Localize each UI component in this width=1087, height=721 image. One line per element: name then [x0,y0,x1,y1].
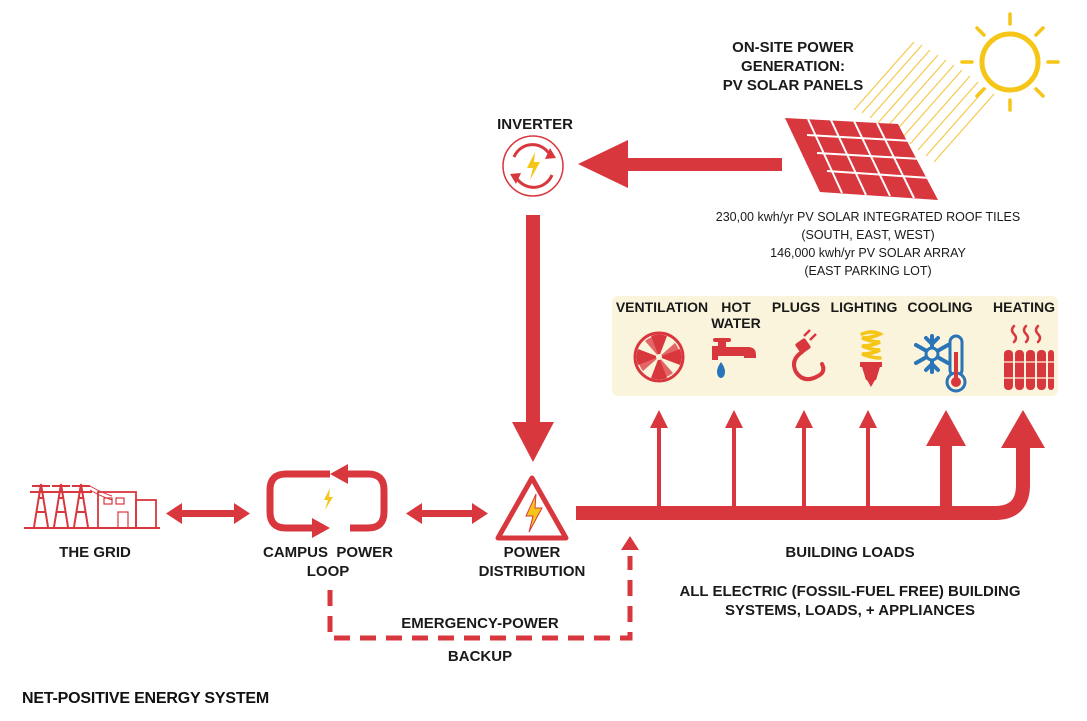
load-label-cooling: COOLING [902,299,978,315]
roof-tiles-line2: (SOUTH, EAST, WEST) [801,228,935,242]
load-arrows [650,410,1045,513]
inverter-icon [502,135,564,197]
radiator-icon [1004,324,1054,390]
arrow-solar-to-inverter [578,140,782,188]
plug-icon [792,329,826,382]
load-cooling-text: COOLING [907,299,973,315]
all-electric-label: ALL ELECTRIC (FOSSIL-FUEL FREE) BUILDING… [650,582,1050,620]
campus-loop-icon [266,464,388,538]
load-label-lighting: LIGHTING [826,299,902,315]
sun-icon [853,12,1060,163]
load-heating-text: HEATING [993,299,1055,315]
arrow-grid-loop [166,503,250,524]
emergency-arrow-head [621,536,639,550]
load-hot-water-line1: HOT [721,299,751,315]
load-ventilation-text: VENTILATION [615,299,709,315]
faucet-icon [712,338,756,378]
power-distribution-line2: DISTRIBUTION [478,563,586,580]
fan-icon [633,331,685,383]
grid-towers-icon [24,483,160,529]
load-lighting-text: LIGHTING [830,299,898,315]
power-distribution-line1: POWER [503,544,561,561]
emergency-backup-line [327,556,633,641]
generation-line2: GENERATION: [741,58,845,75]
load-hot-water-line2: WATER [711,315,761,331]
load-label-ventilation: VENTILATION [612,299,712,315]
inverter-label: INVERTER [497,116,573,133]
generation-line3: PV SOLAR PANELS [722,77,864,94]
bulb-icon [860,330,884,387]
generation-line1: ON-SITE POWER [732,39,854,56]
building-loads-bus [576,445,1030,520]
campus-loop-line2: LOOP [306,563,350,580]
arrow-loop-distribution [406,503,488,524]
solar-panel-icon [785,118,938,200]
power-distribution-label: POWER DISTRIBUTION [462,543,602,581]
load-label-heating: HEATING [986,299,1062,315]
pv-capacity-notes: 230,00 kwh/yr PV SOLAR INTEGRATED ROOF T… [688,208,1048,280]
array-line1: 146,000 kwh/yr PV SOLAR ARRAY [770,246,966,260]
roof-tiles-line1: 230,00 kwh/yr PV SOLAR INTEGRATED ROOF T… [715,210,1021,224]
emergency-label-line1: EMERGENCY-POWER [401,615,559,632]
arrow-inverter-to-distribution [512,215,554,462]
array-line2: (EAST PARKING LOT) [804,264,932,278]
power-distribution-icon [495,475,569,541]
all-electric-line1: ALL ELECTRIC (FOSSIL-FUEL FREE) BUILDING [679,583,1021,600]
snowflake-thermometer-icon [914,334,967,393]
grid-label: THE GRID [59,544,131,561]
generation-label: ON-SITE POWER GENERATION: PV SOLAR PANEL… [718,38,868,95]
diagram-title: NET-POSITIVE ENERGY SYSTEM [22,690,270,707]
load-plugs-text: PLUGS [771,299,821,315]
load-label-plugs: PLUGS [766,299,826,315]
campus-loop-line1: CAMPUS POWER [262,544,393,561]
campus-loop-label: CAMPUS POWER LOOP [248,543,408,581]
all-electric-line2: SYSTEMS, LOADS, + APPLIANCES [725,602,975,619]
load-label-hot-water: HOT WATER [704,299,768,331]
emergency-label-line2: BACKUP [447,648,513,665]
building-loads-label: BUILDING LOADS [785,544,915,561]
